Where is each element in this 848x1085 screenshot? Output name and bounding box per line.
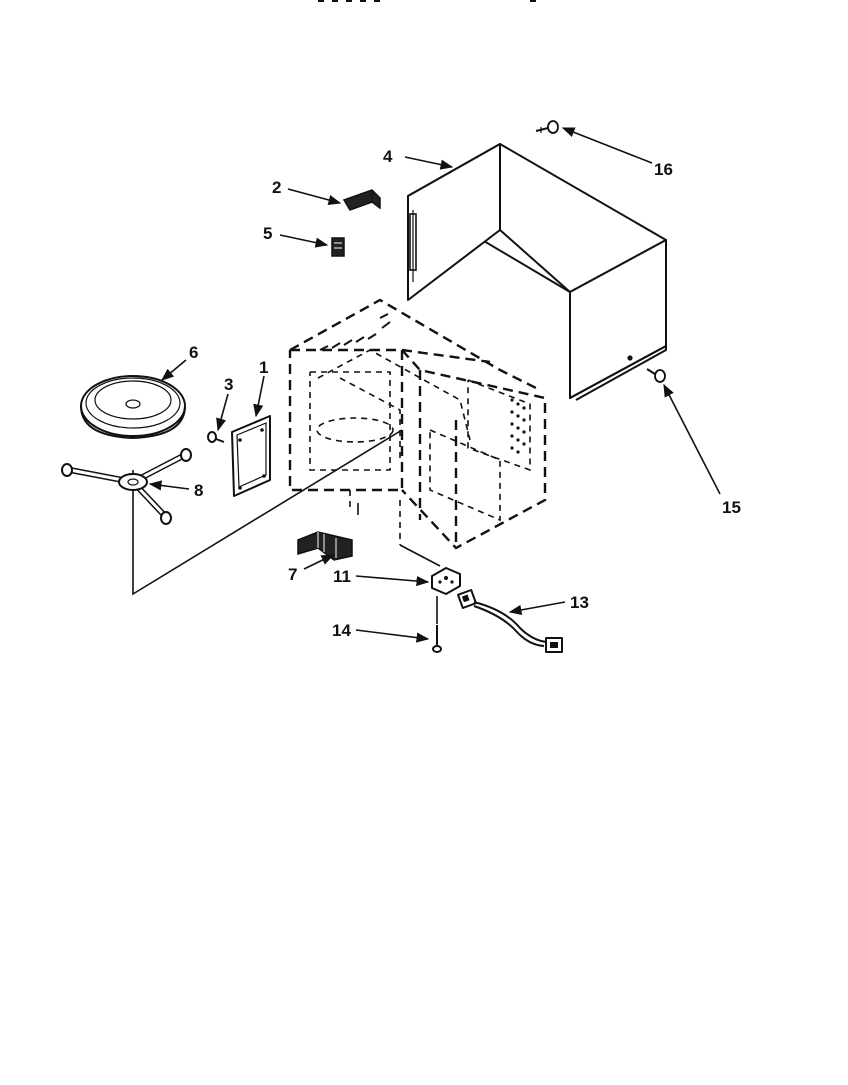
- waveguide-cover-part-1: [231, 415, 271, 497]
- outer-cabinet-wrapper: [407, 143, 667, 401]
- callout-8: 8: [194, 481, 203, 500]
- clip-part-5: [331, 237, 345, 257]
- callout-2: 2: [272, 178, 281, 197]
- callout-5: 5: [263, 224, 272, 243]
- callout-4: 4: [383, 147, 393, 166]
- roller-support-part-8: [61, 448, 192, 525]
- screw-part-3: [207, 431, 225, 443]
- thermal-cutout-part-11: [431, 567, 461, 595]
- screw-part-15: [646, 368, 666, 383]
- callout-labels: 4 2 5 16 6 1 3 8 15 7 11 13 14: [189, 147, 741, 640]
- glass-tray-part-6: [80, 375, 186, 439]
- screw-part-14: [432, 596, 442, 653]
- callout-15: 15: [722, 498, 741, 517]
- screw-part-16: [535, 120, 559, 134]
- callout-16: 16: [654, 160, 673, 179]
- callout-7: 7: [288, 565, 297, 584]
- callout-leaders: [148, 127, 721, 643]
- bracket-part-7: [297, 531, 353, 561]
- callout-11: 11: [333, 567, 351, 586]
- assembly-guide-line: [132, 429, 441, 596]
- wire-harness-part-13: [457, 589, 563, 653]
- callout-14: 14: [332, 621, 351, 640]
- bracket-part-2: [342, 189, 381, 211]
- callout-3: 3: [224, 375, 233, 394]
- microwave-chassis-dashed: [288, 298, 547, 550]
- callout-1: 1: [259, 358, 268, 377]
- callout-6: 6: [189, 343, 198, 362]
- callout-13: 13: [570, 593, 589, 612]
